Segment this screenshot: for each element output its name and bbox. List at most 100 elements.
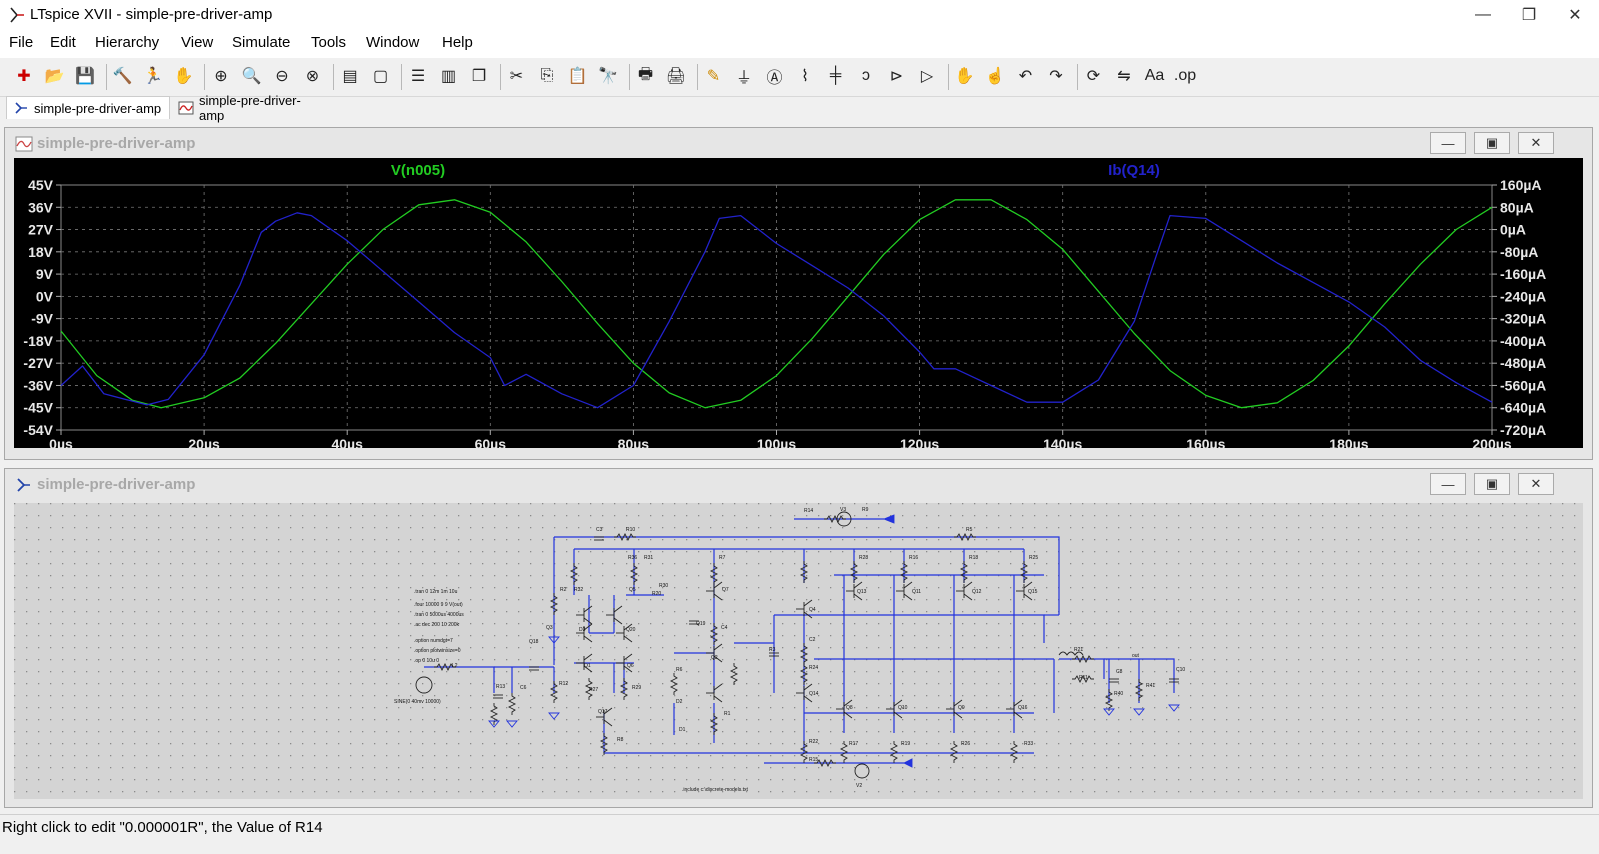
component-icon[interactable]: ▷ xyxy=(920,68,934,85)
part-label[interactable]: Q16 xyxy=(1018,705,1028,711)
resistor-symbol[interactable] xyxy=(799,643,809,665)
part-label[interactable]: R12 xyxy=(559,681,568,687)
part-label[interactable]: R33 xyxy=(1024,741,1033,747)
save-icon[interactable]: 💾 xyxy=(75,68,95,85)
tab-schematic[interactable]: simple-pre-driver-amp xyxy=(6,96,170,119)
resistor-symbol[interactable] xyxy=(1072,654,1094,664)
part-label[interactable]: L2 xyxy=(452,663,458,669)
inductor-icon[interactable]: ↄ xyxy=(862,67,870,84)
tab-waveform[interactable]: simple-pre-driver-amp xyxy=(172,93,332,123)
zoom-unzoom-icon[interactable]: ▢ xyxy=(372,68,389,85)
rotate-icon[interactable]: ⟳ xyxy=(1086,68,1101,85)
mirror-icon[interactable]: ⇋ xyxy=(1117,68,1131,85)
resistor-symbol[interactable] xyxy=(799,741,809,763)
part-label[interactable]: R41 xyxy=(1146,683,1155,689)
part-label[interactable]: R24 xyxy=(809,665,818,671)
redo-icon[interactable]: ↷ xyxy=(1049,68,1063,85)
part-label[interactable]: R17 xyxy=(849,741,858,747)
print-setup-icon[interactable]: 🖨 xyxy=(665,68,687,85)
part-label[interactable]: Q3 xyxy=(546,625,553,631)
part-label[interactable]: out xyxy=(1132,653,1140,659)
wire-icon[interactable]: ✎ xyxy=(706,68,721,85)
part-label[interactable]: R40 xyxy=(1114,691,1123,697)
part-label[interactable]: R14 xyxy=(804,508,813,514)
undo-icon[interactable]: ↶ xyxy=(1018,68,1033,85)
resistor-symbol[interactable] xyxy=(799,663,809,685)
spice-directive[interactable]: .op 0 10u 0 xyxy=(414,658,439,664)
legend-label[interactable]: V(n005) xyxy=(391,162,445,179)
resistor-symbol[interactable] xyxy=(899,561,909,583)
part-label[interactable]: Q4 xyxy=(809,607,816,613)
resistor-symbol[interactable] xyxy=(849,561,859,583)
part-label[interactable]: R27 xyxy=(589,687,598,693)
part-label[interactable]: Q6 xyxy=(627,663,634,669)
zoom-in-icon[interactable]: ⊕ xyxy=(214,68,228,85)
part-label[interactable]: Q10 xyxy=(898,705,908,711)
menu-help[interactable]: Help xyxy=(442,34,473,51)
maximize-icon[interactable]: ▣ xyxy=(1474,473,1510,495)
voltage-source-icon[interactable] xyxy=(836,511,852,527)
resistor-icon[interactable]: ⌇ xyxy=(801,68,809,85)
part-label[interactable]: V3 xyxy=(840,507,846,513)
resistor-symbol[interactable] xyxy=(839,741,849,763)
part-label[interactable]: R16 xyxy=(909,555,918,561)
control-panel-icon[interactable]: 🔨 xyxy=(112,68,133,85)
part-label[interactable]: R11 xyxy=(1079,675,1088,681)
resistor-symbol[interactable] xyxy=(549,681,559,703)
part-label[interactable]: R15 xyxy=(809,757,818,763)
part-label[interactable]: R26 xyxy=(961,741,970,747)
part-label[interactable]: C4 xyxy=(721,625,728,631)
maximize-icon[interactable]: ▣ xyxy=(1474,132,1510,154)
part-label[interactable]: R9 xyxy=(862,507,869,513)
minimize-icon[interactable]: — xyxy=(1430,473,1466,495)
part-label[interactable]: V2 xyxy=(856,783,862,789)
legend-label[interactable]: Ib(Q14) xyxy=(1108,162,1160,179)
zoom-pan-icon[interactable]: 🔍 xyxy=(241,68,262,85)
spice-directive[interactable]: .option plotwinsize=0 xyxy=(414,648,461,654)
resistor-symbol[interactable] xyxy=(1019,561,1029,583)
resistor-symbol[interactable] xyxy=(954,532,976,542)
source-label[interactable]: SINE(0 40mv 10000) xyxy=(394,699,441,705)
part-label[interactable]: Q2 xyxy=(711,655,718,661)
minimize-icon[interactable]: — xyxy=(1475,6,1491,23)
part-label[interactable]: R20 xyxy=(652,591,661,597)
ground-icon[interactable]: ⏚ xyxy=(735,70,752,87)
resistor-symbol[interactable] xyxy=(1009,741,1019,763)
tile-horizontal-icon[interactable]: ☰ xyxy=(410,68,426,85)
resistor-symbol[interactable] xyxy=(614,532,636,542)
part-label[interactable]: R8 xyxy=(617,737,624,743)
part-label[interactable]: Q18 xyxy=(529,639,539,645)
part-label[interactable]: D1 xyxy=(679,727,686,733)
resistor-symbol[interactable] xyxy=(1072,674,1094,684)
resistor-symbol[interactable] xyxy=(1104,689,1114,711)
resistor-symbol[interactable] xyxy=(434,662,456,672)
part-label[interactable]: R5 xyxy=(966,527,973,533)
resistor-symbol[interactable] xyxy=(799,561,809,583)
part-label[interactable]: R13 xyxy=(496,684,505,690)
resistor-symbol[interactable] xyxy=(889,741,899,763)
autorange-icon[interactable]: ▤ xyxy=(342,68,358,85)
spice-directive[interactable]: .tran 0 12m 1m 10u xyxy=(414,589,458,595)
part-label[interactable]: R2 xyxy=(560,587,567,593)
spice-directive-icon[interactable]: .op xyxy=(1173,67,1197,84)
spice-directive[interactable]: .four 10000 9 9 V(out) xyxy=(414,602,463,608)
resistor-symbol[interactable] xyxy=(584,678,594,700)
part-label[interactable]: Q5 xyxy=(629,587,636,593)
text-icon[interactable]: Aa xyxy=(1144,67,1165,84)
minimize-icon[interactable]: — xyxy=(1430,132,1466,154)
spice-directive[interactable]: .tran 0 5000us 4000us xyxy=(414,612,464,618)
part-label[interactable]: R28 xyxy=(859,555,868,561)
part-label[interactable]: Q9 xyxy=(958,705,965,711)
menu-edit[interactable]: Edit xyxy=(50,34,76,51)
menu-tools[interactable]: Tools xyxy=(311,34,346,51)
part-label[interactable]: Q14 xyxy=(809,691,819,697)
close-icon[interactable]: ✕ xyxy=(1518,132,1554,154)
inductor-symbol[interactable] xyxy=(1058,651,1084,656)
part-label[interactable]: C2 xyxy=(809,637,816,643)
part-label[interactable]: R25 xyxy=(1029,555,1038,561)
spice-directive[interactable]: .ac dec 200 10 200k xyxy=(414,622,460,628)
run-icon[interactable]: 🏃 xyxy=(143,68,163,85)
menu-view[interactable]: View xyxy=(181,34,213,51)
